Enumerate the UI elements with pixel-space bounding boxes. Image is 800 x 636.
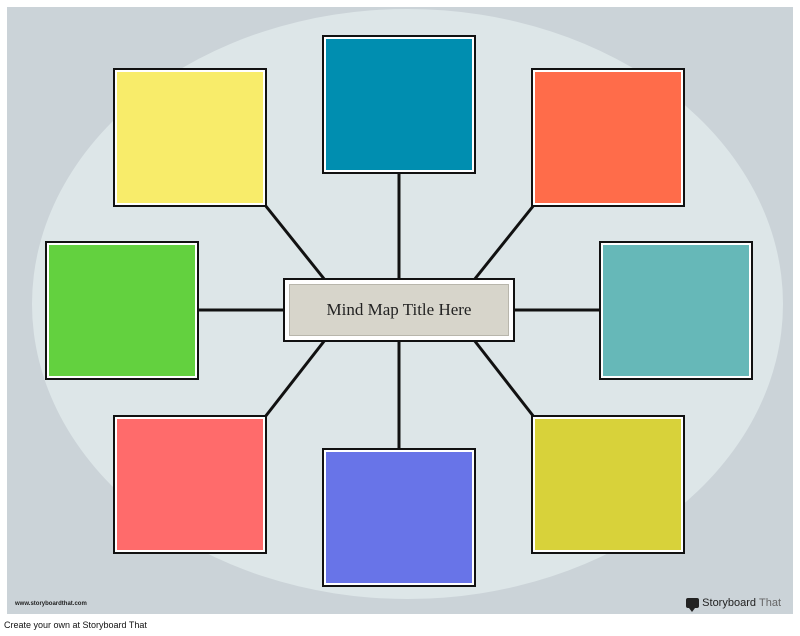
brand-suffix: That <box>758 597 781 609</box>
node-fill <box>326 39 472 170</box>
center-title: Mind Map Title Here <box>289 284 509 336</box>
node-fill <box>535 72 681 203</box>
connector-bottom-right <box>472 339 536 418</box>
node-box-bottom[interactable] <box>322 448 476 587</box>
connector-top-left <box>263 204 327 281</box>
node-box-top[interactable] <box>322 35 476 174</box>
node-box-right[interactable] <box>599 241 753 380</box>
node-box-left[interactable] <box>45 241 199 380</box>
node-box-bottom-right[interactable] <box>531 415 685 554</box>
node-fill <box>117 419 263 550</box>
node-fill <box>603 245 749 376</box>
footer-credit: Create your own at Storyboard That <box>4 620 147 630</box>
speech-bubble-icon <box>686 598 700 612</box>
node-fill <box>49 245 195 376</box>
connector-lines <box>197 172 601 450</box>
brand-name: Storyboard <box>702 597 756 609</box>
node-box-top-left[interactable] <box>113 68 267 207</box>
connector-top-right <box>472 204 536 281</box>
node-fill <box>326 452 472 583</box>
site-url: www.storyboardthat.com <box>15 601 87 607</box>
connector-bottom-left <box>263 339 327 418</box>
node-box-bottom-left[interactable] <box>113 415 267 554</box>
node-box-top-right[interactable] <box>531 68 685 207</box>
mind-map-canvas: Mind Map Title Here www.storyboardthat.c… <box>7 7 793 614</box>
center-title-box[interactable]: Mind Map Title Here <box>283 278 515 342</box>
node-fill <box>535 419 681 550</box>
node-fill <box>117 72 263 203</box>
